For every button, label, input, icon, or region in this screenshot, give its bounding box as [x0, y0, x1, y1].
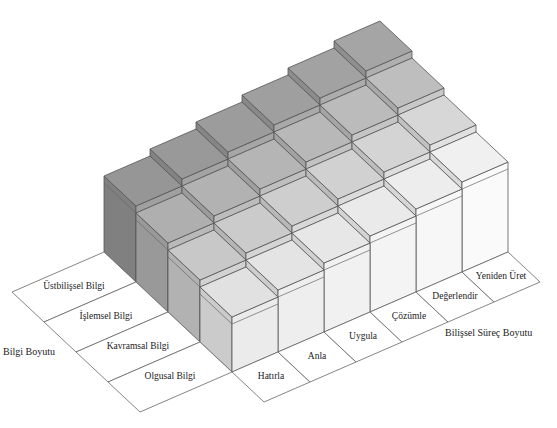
knowledge-label: Üstbilişsel Bilgi [43, 282, 105, 292]
process-label: Anla [308, 352, 326, 362]
axis-label: Bilgi Boyutu [3, 347, 55, 357]
process-label: Yeniden Üret [476, 272, 527, 282]
knowledge-label: Olgusal Bilgi [145, 372, 196, 382]
tile-shape [462, 252, 540, 302]
block-top [200, 267, 278, 317]
process-label: Çözümle [392, 312, 426, 322]
axis-label: Bilişsel Süreç Boyutu [445, 328, 532, 338]
knowledge-label: Kavramsal Bilgi [107, 342, 170, 352]
block-slab-line [200, 294, 278, 324]
knowledge-label: İşlemsel Bilgi [79, 312, 132, 322]
process-label: Uygula [349, 332, 377, 342]
knowledge-tile: Olgusal Bilgi [107, 341, 233, 413]
tile-shape [108, 342, 232, 412]
process-label: Değerlendir [432, 292, 477, 302]
process-label: Hatırla [258, 372, 284, 382]
